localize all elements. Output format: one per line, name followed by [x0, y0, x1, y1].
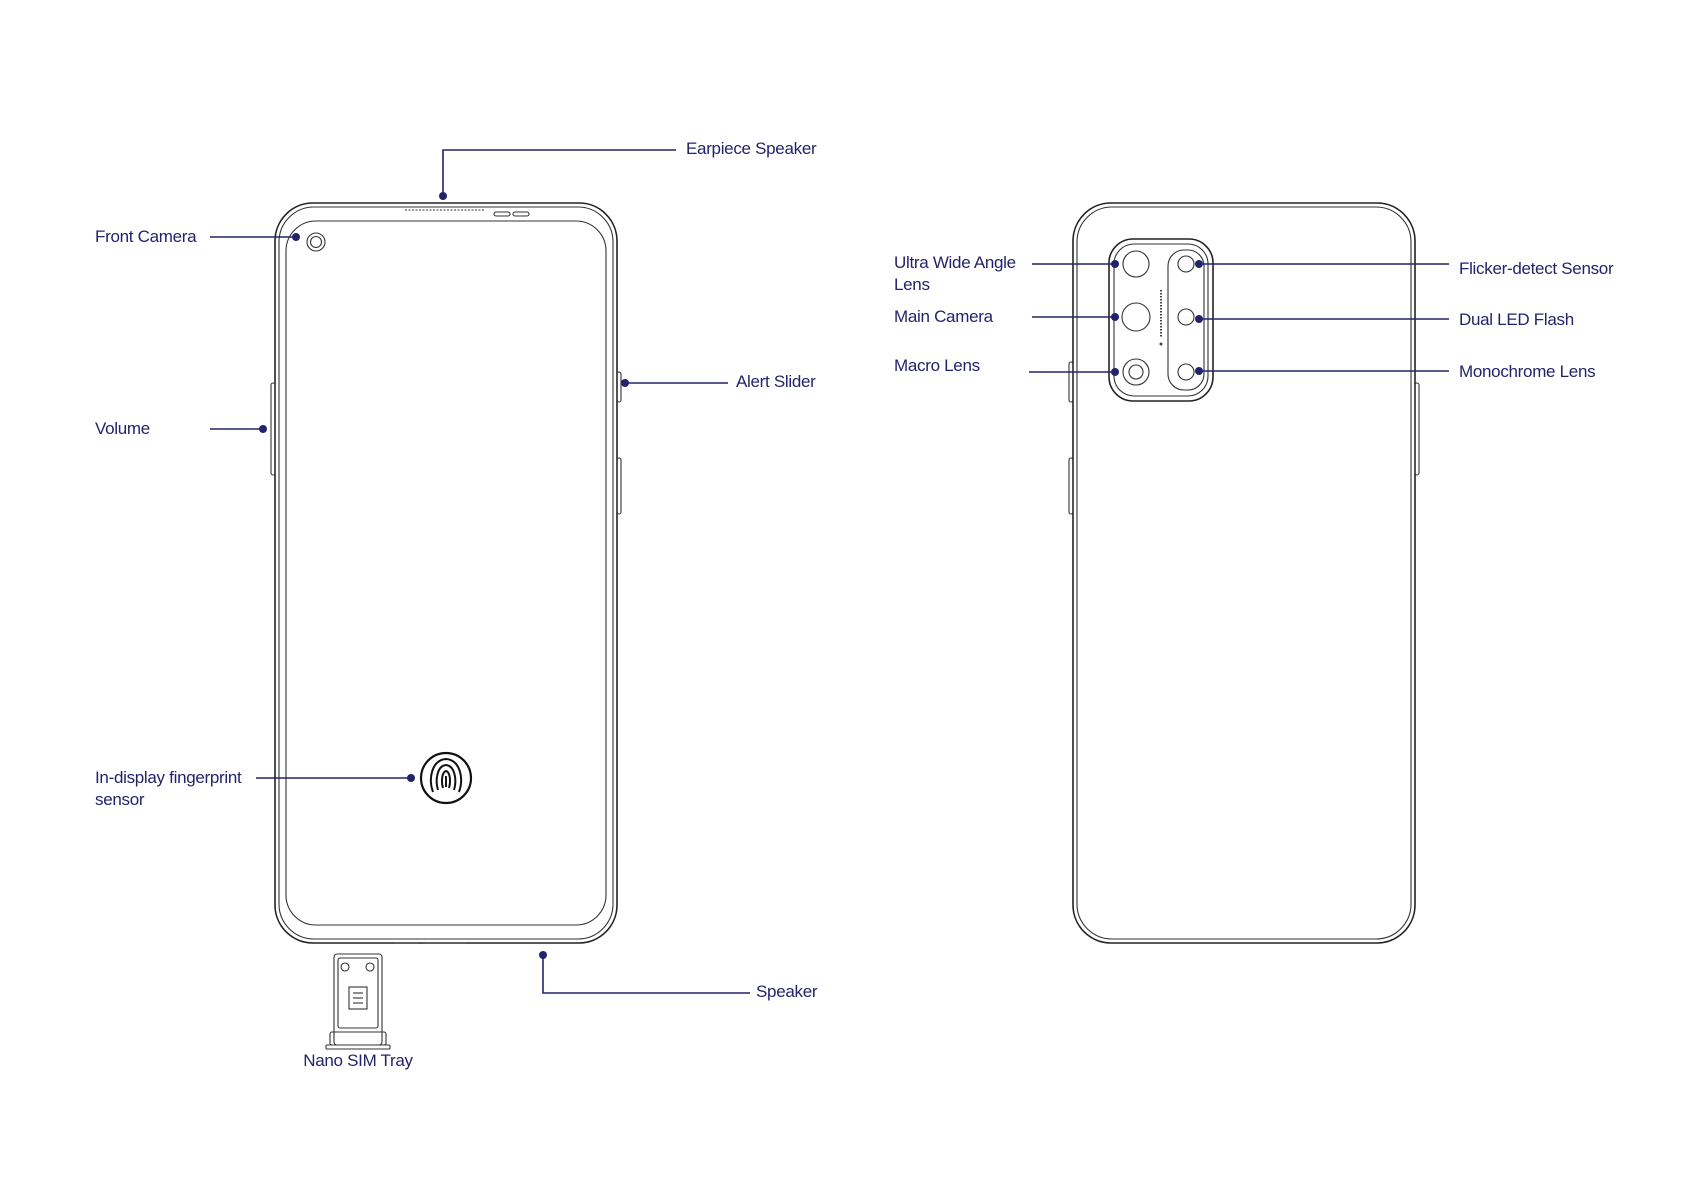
camera-module-engraving-dot [1160, 343, 1163, 346]
flicker-sensor-circle [1178, 256, 1194, 272]
macro-lens-dot [1111, 368, 1119, 376]
main-camera-circle [1122, 303, 1150, 331]
back-phone [1069, 203, 1419, 943]
front-phone-body [275, 203, 617, 943]
label-fingerprint-line2: sensor [95, 789, 144, 811]
fingerprint-icon [421, 753, 471, 803]
earpiece-speaker-leader [443, 150, 676, 196]
label-dual-led-flash: Dual LED Flash [1459, 309, 1574, 331]
label-sim-tray: Nano SIM Tray [290, 1050, 426, 1072]
sim-tray-icon [326, 954, 390, 1049]
flicker-sensor-dot [1195, 260, 1203, 268]
label-ultra-wide-line2: Lens [894, 274, 930, 296]
ultra-wide-dot [1111, 260, 1119, 268]
ultra-wide-lens-circle [1123, 251, 1149, 277]
front-camera-dot [292, 233, 300, 241]
alert-slider-dot [621, 379, 629, 387]
label-speaker: Speaker [756, 981, 817, 1003]
fingerprint-dot [407, 774, 415, 782]
back-phone-frame [1077, 207, 1411, 939]
label-front-camera: Front Camera [95, 226, 196, 248]
front-camera-lens [311, 237, 322, 248]
label-earpiece-speaker: Earpiece Speaker [686, 138, 816, 160]
label-flicker-sensor: Flicker-detect Sensor [1459, 258, 1613, 280]
back-leaders [1029, 260, 1449, 376]
led-flash-circle [1178, 309, 1194, 325]
macro-lens-circle [1123, 359, 1149, 385]
label-fingerprint-line1: In-display fingerprint [95, 767, 241, 789]
front-sensor-slot [513, 212, 529, 216]
monochrome-lens-circle [1178, 364, 1194, 380]
back-phone-body [1073, 203, 1415, 943]
front-phone-frame [279, 207, 613, 939]
speaker-dot [539, 951, 547, 959]
main-camera-dot [1111, 313, 1119, 321]
front-phone [271, 203, 621, 1049]
front-sensor-slot [494, 212, 510, 216]
earpiece-speaker-dot [439, 192, 447, 200]
led-flash-dot [1195, 315, 1203, 323]
front-leaders [210, 150, 750, 993]
label-ultra-wide-line1: Ultra Wide Angle [894, 252, 1016, 274]
label-volume: Volume [95, 418, 150, 440]
front-phone-screen [286, 221, 606, 925]
label-monochrome-lens: Monochrome Lens [1459, 361, 1595, 383]
speaker-leader [543, 955, 750, 993]
monochrome-dot [1195, 367, 1203, 375]
label-alert-slider: Alert Slider [736, 371, 816, 393]
macro-lens-inner [1129, 365, 1143, 379]
volume-dot [259, 425, 267, 433]
label-macro-lens: Macro Lens [894, 355, 980, 377]
front-camera-ring [307, 233, 325, 251]
label-main-camera: Main Camera [894, 306, 993, 328]
